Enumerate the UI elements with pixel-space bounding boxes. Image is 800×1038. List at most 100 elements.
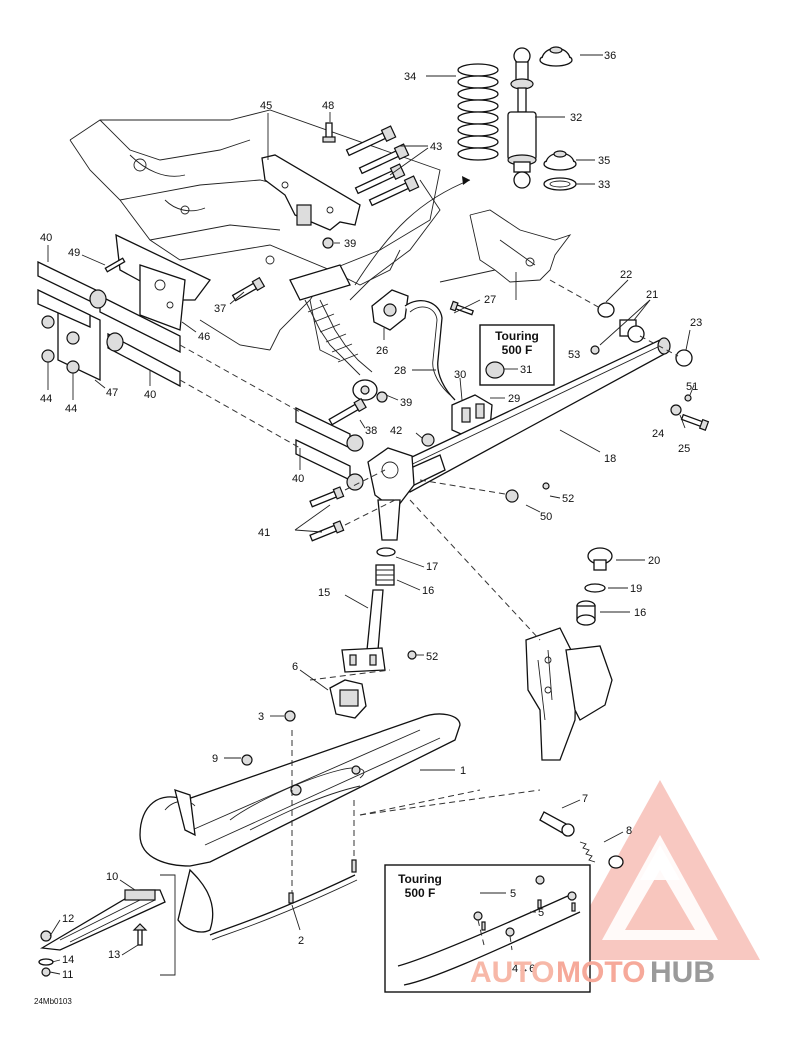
mounting-plate (261, 154, 361, 231)
callout-31: 31 (520, 364, 532, 376)
bolt-38 (328, 397, 367, 426)
callout-28: 28 (394, 365, 406, 377)
nut-12 (40, 930, 52, 942)
callout-7: 7 (582, 793, 588, 805)
callout-25: 25 (678, 443, 690, 455)
ski-leg-6 (329, 679, 367, 719)
callout-39a: 39 (344, 238, 356, 250)
washer-22 (597, 302, 615, 318)
callout-44b: 44 (65, 403, 77, 415)
touring-box-top: Touring 500 F (479, 324, 555, 386)
callout-34: 34 (404, 71, 416, 83)
sway-bracket-26 (371, 289, 409, 331)
callout-15: 15 (318, 587, 330, 599)
callout-50: 50 (540, 511, 552, 523)
clip-51 (684, 394, 692, 402)
callout-16b: 16 (634, 607, 646, 619)
callout-40a: 40 (40, 232, 52, 244)
spindle-top (367, 447, 415, 541)
spindle-housing-right (525, 627, 613, 761)
nut-3 (284, 710, 296, 722)
callout-3: 3 (258, 711, 264, 723)
nut-9 (241, 754, 253, 766)
watermark-logo (560, 780, 760, 960)
runner-2 (209, 859, 358, 941)
shafts-40 (37, 260, 364, 491)
callout-5a: 5 (510, 888, 516, 900)
arrow-curve (354, 179, 471, 286)
callout-8: 8 (626, 825, 632, 837)
svg-text:HUB: HUB (650, 956, 715, 989)
callout-16a: 16 (422, 585, 434, 597)
svg-text:Touring: Touring (495, 329, 539, 343)
ring-33 (543, 177, 577, 191)
nuts-44 (41, 315, 80, 374)
ring-19 (584, 583, 606, 593)
svg-text:500 F: 500 F (502, 343, 533, 357)
callout-9: 9 (212, 753, 218, 765)
bushing-16 (375, 564, 395, 586)
cup-35 (543, 150, 577, 171)
ski-handle-10 (39, 889, 166, 951)
nut-39-lower (376, 391, 388, 403)
ski-tip-guard (177, 868, 214, 933)
callout-38: 38 (365, 425, 377, 437)
callout-36: 36 (604, 50, 616, 62)
nut-50 (505, 489, 519, 503)
callout-30: 30 (454, 369, 466, 381)
callout-27: 27 (484, 294, 496, 306)
callout-41: 41 (258, 527, 270, 539)
nut-39 (322, 237, 334, 249)
callout-46: 46 (198, 331, 210, 343)
bolt-13 (132, 923, 148, 946)
callout-24: 24 (652, 428, 664, 440)
callout-11: 11 (62, 969, 73, 981)
ski-1 (139, 713, 461, 867)
callout-47: 47 (106, 387, 118, 399)
nut-11 (41, 967, 51, 977)
bracket-line (160, 874, 176, 976)
callout-6: 6 (292, 661, 298, 673)
callout-29: 29 (508, 393, 520, 405)
bolt-49 (104, 257, 126, 273)
svg-text:Touring: Touring (398, 872, 442, 886)
nut-24 (670, 404, 682, 416)
callout-42: 42 (390, 425, 402, 437)
svg-text:MOTO: MOTO (556, 956, 645, 989)
bushing-16-right (576, 600, 596, 626)
callout-49: 49 (68, 247, 80, 259)
bolt-25 (680, 413, 710, 431)
svg-text:AUTO: AUTO (470, 956, 554, 989)
callout-51: 51 (686, 381, 698, 393)
callout-12: 12 (62, 913, 74, 925)
spring-34 (457, 63, 499, 161)
callout-37: 37 (214, 303, 226, 315)
callout-26: 26 (376, 345, 388, 357)
cap-20 (587, 547, 613, 571)
callout-21: 21 (646, 289, 658, 301)
watermark-text: AUTO MOTO HUB (470, 956, 715, 989)
callout-10: 10 (106, 871, 118, 883)
nut-42 (421, 433, 435, 447)
shock-absorber-32 (507, 47, 537, 189)
figure-code: 24Mb0103 (34, 997, 72, 1006)
callout-53: 53 (568, 349, 580, 361)
frame-bracket-right (439, 209, 572, 283)
callout-35: 35 (598, 155, 610, 167)
callout-40c: 40 (292, 473, 304, 485)
callout-40b: 40 (144, 389, 156, 401)
callout-1: 1 (460, 765, 466, 777)
touring-box-bottom: Touring 500 F (384, 864, 591, 993)
callout-13: 13 (108, 949, 120, 961)
washer-23 (675, 349, 693, 367)
callout-23: 23 (690, 317, 702, 329)
callout-14: 14 (62, 954, 74, 966)
leader-lines (47, 54, 695, 975)
callout-44a: 44 (40, 393, 52, 405)
bolts-41 (309, 486, 345, 542)
spindle-15 (341, 589, 386, 673)
nut-53 (590, 345, 600, 355)
callout-22: 22 (620, 269, 632, 281)
slider-7 (539, 811, 575, 837)
